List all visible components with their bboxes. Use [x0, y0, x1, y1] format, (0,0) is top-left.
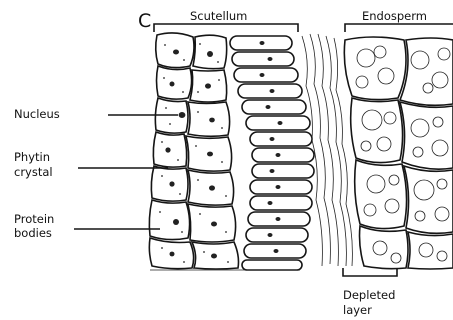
protein-label-line1: Protein — [14, 212, 54, 226]
phytin-label-line1: Phytin — [14, 150, 50, 164]
phytin-label-line2: crystal — [14, 165, 53, 179]
protein-label-line2: bodies — [14, 226, 52, 240]
protein-body-stipple — [159, 43, 229, 263]
scutellum-bracket — [154, 24, 298, 32]
scutellum-label: Scutellum — [190, 9, 247, 23]
epithelium-nuclei — [260, 41, 283, 253]
endosperm-label: Endosperm — [362, 9, 427, 23]
depleted-layer-label-line1: Depleted — [343, 288, 395, 302]
scutellum-parenchyma-cells — [149, 33, 238, 269]
endosperm-bracket — [345, 24, 453, 32]
nucleus-label: Nucleus — [14, 107, 60, 121]
endosperm-cells — [344, 37, 453, 269]
panel-letter: C — [138, 10, 151, 32]
depleted-layer-label-line2: layer — [343, 303, 372, 317]
